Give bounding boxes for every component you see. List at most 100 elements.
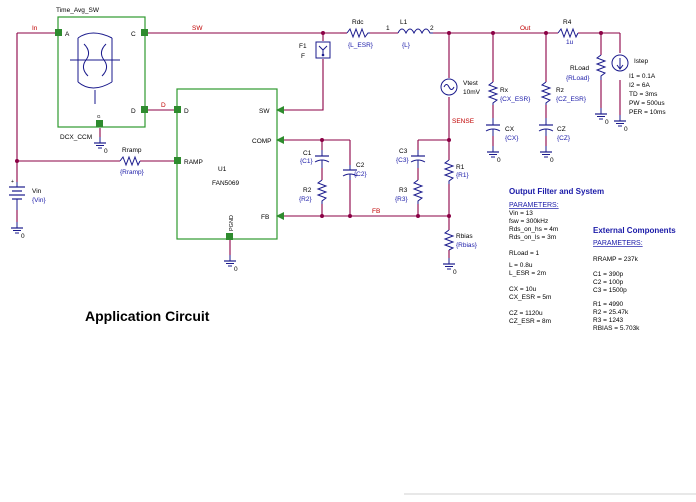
- dcx-ccm-block: Time_Avg_SW A C D G DCX_CCM: [55, 7, 148, 141]
- ic-pin-comp: COMP: [252, 138, 272, 145]
- istep-name: Istep: [634, 58, 648, 65]
- param-line: Vin = 13: [509, 210, 533, 217]
- vtest-name: Vtest: [463, 80, 478, 87]
- r1-name: R1: [456, 164, 465, 171]
- param-line: CX_ESR = 5m: [509, 294, 551, 301]
- f1-name: F1: [299, 43, 307, 50]
- dcx-switch-glyph: [70, 32, 120, 104]
- rz-name: Rz: [556, 87, 564, 94]
- net-label-fb: FB: [372, 208, 380, 215]
- ic-name: U1: [218, 166, 227, 173]
- f1-component: F1 F: [299, 41, 331, 60]
- cz-name: CZ: [557, 126, 566, 133]
- rbias-value: {Rbias}: [456, 242, 478, 249]
- fan5069-ic: SW COMP FB RAMP D PGND U1 FAN5069: [174, 88, 284, 240]
- net-label-sw: SW: [192, 25, 203, 32]
- output-filter-params: Output Filter and System PARAMETERS: Vin…: [509, 187, 604, 325]
- r2-resistor: R2 {R2}: [299, 179, 328, 204]
- r2-value: {R2}: [299, 196, 312, 203]
- rdc-value: {L_ESR}: [348, 42, 374, 49]
- cx-capacitor: CX {CX}: [485, 118, 519, 142]
- param-line: R2 = 25.47k: [593, 309, 629, 316]
- param-line: CZ_ESR = 8m: [509, 318, 551, 325]
- c3-name: C3: [399, 148, 408, 155]
- r4-resistor: R4 1u: [557, 19, 579, 46]
- external-heading: External Components: [593, 226, 676, 235]
- svg-text:0: 0: [453, 269, 457, 276]
- param-line: Rds_on_ls = 3m: [509, 234, 556, 241]
- dcx-pin-c: C: [131, 31, 136, 38]
- c1-name: C1: [303, 150, 312, 157]
- rx-value: {CX_ESR}: [500, 96, 531, 103]
- vin-value: {Vin}: [32, 197, 46, 204]
- dcx-pin-g: G: [97, 114, 101, 119]
- r1-resistor: R1 {R1}: [443, 159, 469, 184]
- svg-text:0: 0: [624, 126, 628, 133]
- rx-name: Rx: [500, 87, 509, 94]
- wire-f1-sw: [280, 59, 324, 111]
- rbias-resistor: Rbias {Rbias}: [443, 229, 478, 251]
- dcx-name: DCX_CCM: [60, 134, 92, 141]
- ic-pin-ramp: RAMP: [184, 159, 203, 166]
- ic-pin-d: D: [184, 108, 189, 115]
- rz-resistor: Rz {CZ_ESR}: [540, 81, 587, 105]
- f1-value: F: [301, 53, 305, 60]
- svg-text:0: 0: [234, 266, 238, 273]
- output-filter-heading: Output Filter and System: [509, 187, 604, 196]
- c2-value: {C2}: [354, 171, 367, 178]
- c3-value: {C3}: [396, 157, 409, 164]
- page-title: Application Circuit: [85, 308, 210, 324]
- l1-inductor: L1 {L} 1 2: [386, 19, 434, 49]
- rload-value: {RLoad}: [566, 75, 590, 82]
- vtest-source: Vtest 10mV: [440, 78, 481, 96]
- c1-capacitor: C1 {C1}: [300, 150, 330, 168]
- svg-text:0: 0: [104, 148, 108, 155]
- cz-capacitor: CZ {CZ}: [538, 118, 571, 142]
- param-line: RRAMP = 237k: [593, 256, 639, 263]
- r4-name: R4: [563, 19, 572, 26]
- dcx-pin-d: D: [131, 108, 136, 115]
- vin-name: Vin: [32, 188, 42, 195]
- l1-name: L1: [400, 19, 408, 26]
- istep-param: PER = 10ms: [629, 109, 666, 116]
- ic-pin-sw: SW: [259, 108, 270, 115]
- junction-dots: [15, 31, 603, 218]
- ic-part: FAN5069: [212, 180, 239, 187]
- param-line: C3 = 1500p: [593, 287, 627, 294]
- svg-text:0: 0: [605, 119, 609, 126]
- rramp-resistor: Rramp {Rramp}: [119, 147, 145, 176]
- param-line: C1 = 390p: [593, 271, 624, 278]
- r4-value: 1u: [566, 39, 574, 46]
- istep-source: Istep I1 = 0.1A I2 = 6A TD = 3ms PW = 50…: [611, 54, 666, 116]
- rload-name: RLoad: [570, 65, 590, 72]
- param-line: RBIAS = 5.703k: [593, 325, 640, 332]
- cx-value: {CX}: [505, 135, 519, 142]
- istep-param: PW = 500us: [629, 100, 665, 107]
- rbias-name: Rbias: [456, 233, 473, 240]
- c3-capacitor: C3 {C3}: [396, 148, 426, 168]
- rdc-name: Rdc: [352, 19, 364, 26]
- rz-value: {CZ_ESR}: [556, 96, 587, 103]
- c2-capacitor: C2 {C2}: [342, 162, 367, 180]
- svg-text:0: 0: [497, 157, 501, 164]
- svg-text:0: 0: [550, 157, 554, 164]
- net-label-in: In: [32, 25, 38, 32]
- net-label-sense: SENSE: [452, 118, 475, 125]
- dcx-pin-a: A: [65, 31, 70, 38]
- c1-value: {C1}: [300, 158, 313, 165]
- rdc-resistor: Rdc {L_ESR}: [346, 19, 374, 49]
- l1-pin2: 2: [430, 25, 434, 32]
- c2-name: C2: [356, 162, 365, 169]
- output-filter-params-title: PARAMETERS:: [509, 202, 559, 209]
- istep-param: TD = 3ms: [629, 91, 658, 98]
- istep-param: I1 = 0.1A: [629, 73, 656, 80]
- vtest-value: 10mV: [463, 89, 481, 96]
- svg-text:0: 0: [21, 233, 25, 240]
- param-line: L = 0.8u: [509, 262, 533, 269]
- param-line: R1 = 4990: [593, 301, 624, 308]
- param-line: R3 = 1243: [593, 317, 624, 324]
- param-line: CX = 10u: [509, 286, 537, 293]
- rload-resistor: RLoad {RLoad}: [566, 54, 607, 82]
- external-components-params: External Components PARAMETERS: RRAMP = …: [593, 226, 676, 332]
